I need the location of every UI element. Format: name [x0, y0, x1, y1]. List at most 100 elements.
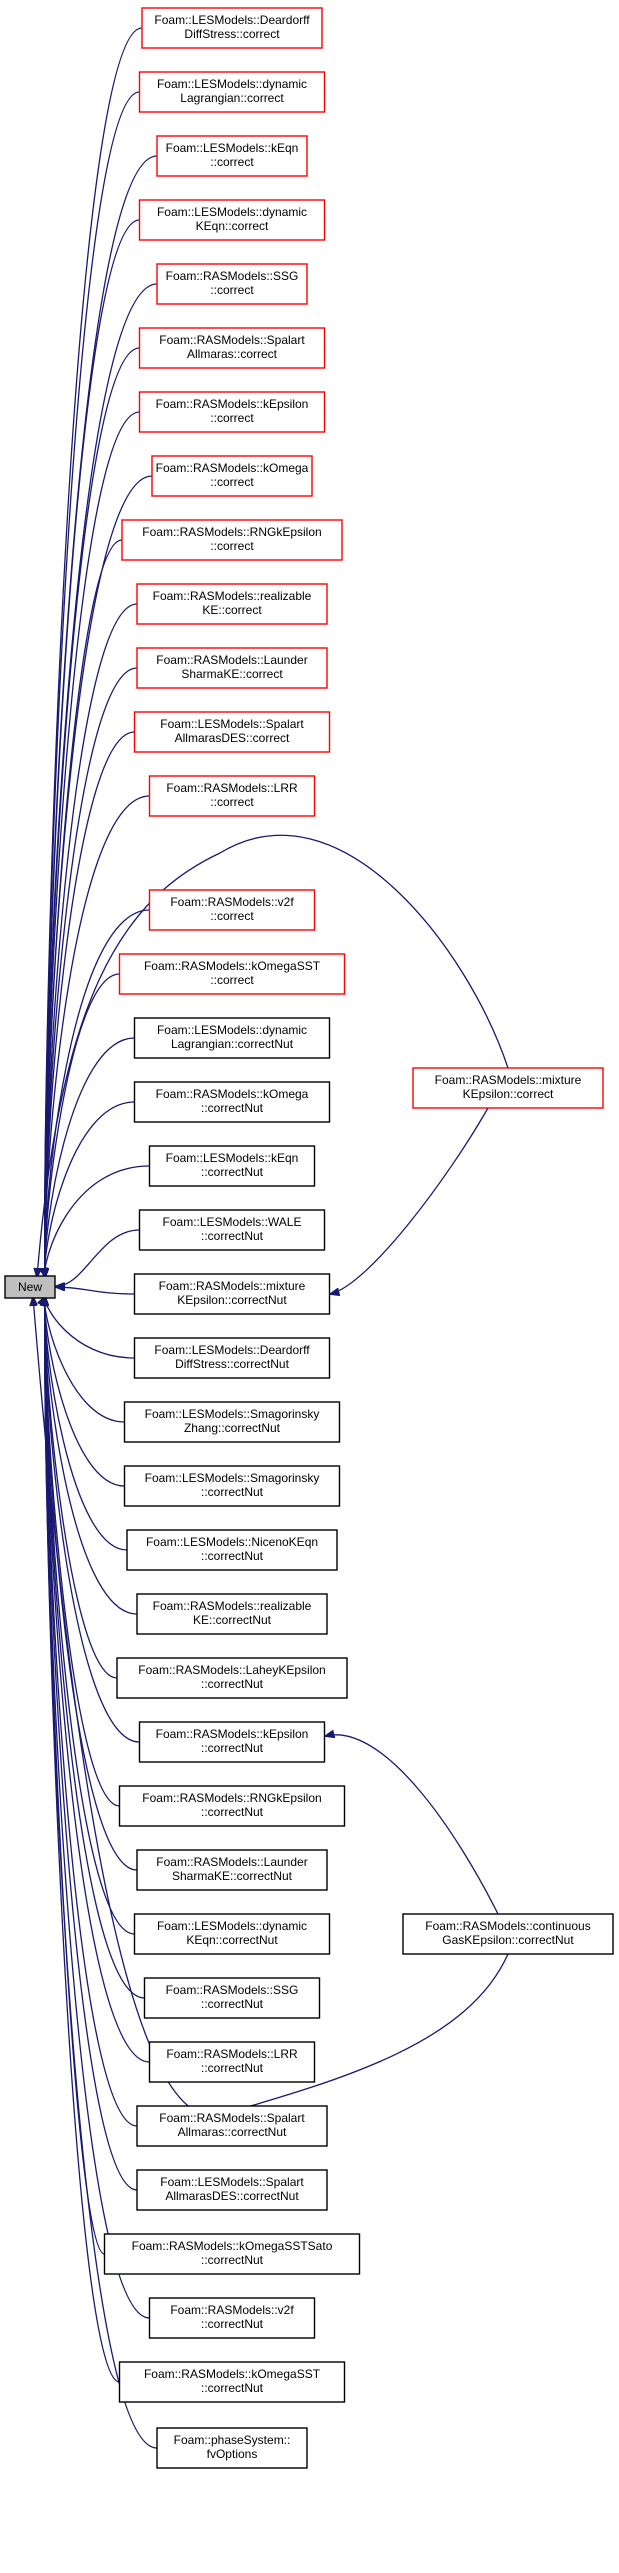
caller-node-label-line: KEqn::correct — [196, 219, 269, 233]
caller-node-label-line: Foam::LESModels::Smagorinsky — [145, 1407, 320, 1421]
caller-node[interactable]: Foam::LESModels::SmagorinskyZhang::corre… — [123, 1401, 341, 1443]
caller-node[interactable]: Foam::RASModels::kOmegaSST::correctNut — [118, 2361, 346, 2403]
root-node-new[interactable]: New — [4, 1275, 56, 1299]
caller-node[interactable]: Foam::LESModels::SpalartAllmarasDES::cor… — [133, 711, 331, 753]
call-edge — [45, 27, 143, 1277]
caller-node-box — [138, 1721, 326, 1763]
caller-node-box — [118, 1785, 346, 1827]
caller-node-label-line: Foam::LESModels::kEqn — [166, 1151, 299, 1165]
caller-node-box — [118, 2361, 346, 2403]
caller-node[interactable]: Foam::RASModels::kOmegaSSTSato::correctN… — [103, 2233, 361, 2275]
secondary-caller-node-label-line: GasKEpsilon::correctNut — [442, 1933, 574, 1947]
call-edge — [45, 1297, 138, 2191]
caller-node-label-line: Foam::RASModels::kOmega — [156, 461, 309, 475]
caller-node-label-line: DiffStress::correct — [184, 27, 280, 41]
caller-node[interactable]: Foam::LESModels::Smagorinsky::correctNut — [123, 1465, 341, 1507]
nodes-layer: Foam::LESModels::DeardorffDiffStress::co… — [4, 7, 614, 2469]
caller-node-box — [148, 2041, 316, 2083]
call-edge — [45, 1165, 150, 1277]
caller-node[interactable]: Foam::RASModels::v2f::correct — [148, 889, 316, 931]
caller-node[interactable]: Foam::LESModels::kEqn::correctNut — [148, 1145, 316, 1187]
caller-node[interactable]: Foam::RASModels::SSG::correctNut — [143, 1977, 321, 2019]
caller-node-box — [136, 1593, 328, 1635]
caller-node-label-line: Foam::LESModels::dynamic — [157, 205, 307, 219]
caller-node-box — [151, 455, 313, 497]
caller-node-box — [103, 2233, 361, 2275]
caller-node[interactable]: Foam::LESModels::DeardorffDiffStress::co… — [133, 1337, 331, 1379]
caller-node-label-line: Foam::RASModels::Launder — [156, 653, 307, 667]
caller-node[interactable]: Foam::LESModels::SpalartAllmarasDES::cor… — [136, 2169, 328, 2211]
caller-node-label-line: ::correct — [210, 411, 254, 425]
caller-node-box — [138, 71, 326, 113]
caller-node-label-line: Foam::LESModels::dynamic — [157, 1023, 307, 1037]
caller-node-label-line: Foam::RASModels::realizable — [153, 589, 312, 603]
caller-node[interactable]: Foam::LESModels::dynamicLagrangian::corr… — [138, 71, 326, 113]
caller-node[interactable]: Foam::LESModels::DeardorffDiffStress::co… — [141, 7, 323, 49]
caller-node-label-line: Foam::RASModels::Spalart — [159, 2111, 305, 2125]
caller-node-label-line: Lagrangian::correctNut — [171, 1037, 294, 1051]
caller-node[interactable]: Foam::RASModels::kOmegaSST::correct — [118, 953, 346, 995]
caller-node[interactable]: Foam::RASModels::SSG::correct — [156, 263, 308, 305]
root-node-label: New — [18, 1280, 42, 1294]
caller-node[interactable]: Foam::phaseSystem::fvOptions — [156, 2427, 308, 2469]
caller-node-label-line: Foam::LESModels::dynamic — [157, 1919, 307, 1933]
caller-node-label-line: Foam::LESModels::Spalart — [160, 717, 304, 731]
caller-node[interactable]: Foam::RASModels::kOmega::correctNut — [133, 1081, 331, 1123]
caller-node[interactable]: Foam::RASModels::SpalartAllmaras::correc… — [138, 327, 326, 369]
caller-node-label-line: Foam::RASModels::v2f — [170, 895, 294, 909]
caller-node-box — [136, 1849, 328, 1891]
call-edge — [45, 1037, 135, 1277]
caller-node-label-line: ::correctNut — [201, 1805, 264, 1819]
caller-node-box — [118, 953, 346, 995]
call-edge — [45, 1101, 135, 1277]
call-edge — [45, 1297, 138, 1871]
caller-node[interactable]: Foam::LESModels::WALE::correctNut — [138, 1209, 326, 1251]
caller-node-label-line: Foam::LESModels::NicenoKEqn — [146, 1535, 318, 1549]
caller-node-label-line: Foam::RASModels::realizable — [153, 1599, 312, 1613]
caller-node-box — [133, 711, 331, 753]
caller-node[interactable]: Foam::RASModels::LaunderSharmaKE::correc… — [136, 1849, 328, 1891]
caller-node[interactable]: Foam::RASModels::LRR::correctNut — [148, 2041, 316, 2083]
call-edge — [326, 1735, 499, 1915]
call-edge — [45, 1297, 135, 1359]
caller-node[interactable]: Foam::RASModels::kOmega::correct — [151, 455, 313, 497]
caller-node[interactable]: Foam::RASModels::LaunderSharmaKE::correc… — [136, 647, 328, 689]
caller-node[interactable]: Foam::LESModels::kEqn::correct — [156, 135, 308, 177]
caller-node-label-line: Foam::RASModels::LRR — [166, 2047, 298, 2061]
secondary-caller-node[interactable]: Foam::RASModels::continuousGasKEpsilon::… — [402, 1913, 614, 1955]
caller-node[interactable]: Foam::RASModels::LaheyKEpsilon::correctN… — [116, 1657, 348, 1699]
caller-node-label-line: SharmaKE::correctNut — [172, 1869, 293, 1883]
caller-node[interactable]: Foam::RASModels::RNGkEpsilon::correctNut — [118, 1785, 346, 1827]
caller-node[interactable]: Foam::LESModels::dynamicLagrangian::corr… — [133, 1017, 331, 1059]
caller-node-label-line: Foam::RASModels::LaheyKEpsilon — [138, 1663, 325, 1677]
caller-node[interactable]: Foam::RASModels::mixtureKEpsilon::correc… — [133, 1273, 331, 1315]
call-edge — [37, 834, 509, 1277]
caller-node-label-line: Foam::RASModels::kEpsilon — [156, 397, 309, 411]
caller-node[interactable]: Foam::RASModels::kEpsilon::correct — [138, 391, 326, 433]
caller-node-label-line: Foam::RASModels::Launder — [156, 1855, 307, 1869]
caller-node-box — [156, 2427, 308, 2469]
caller-node[interactable]: Foam::RASModels::SpalartAllmaras::correc… — [136, 2105, 328, 2147]
caller-node-box — [148, 1145, 316, 1187]
root-node-box — [4, 1275, 56, 1299]
caller-node-label-line: KE::correct — [202, 603, 262, 617]
caller-node[interactable]: Foam::RASModels::realizableKE::correctNu… — [136, 1593, 328, 1635]
caller-node-label-line: Foam::LESModels::WALE — [163, 1215, 302, 1229]
caller-node-label-line: ::correct — [210, 283, 254, 297]
caller-node-label-line: ::correct — [210, 973, 254, 987]
caller-node[interactable]: Foam::RASModels::RNGkEpsilon::correct — [121, 519, 343, 561]
caller-node-label-line: Zhang::correctNut — [184, 1421, 281, 1435]
secondary-caller-node-label-line: KEpsilon::correct — [463, 1087, 554, 1101]
caller-node[interactable]: Foam::RASModels::kEpsilon::correctNut — [138, 1721, 326, 1763]
caller-node-box — [148, 2297, 316, 2339]
secondary-caller-node[interactable]: Foam::RASModels::mixtureKEpsilon::correc… — [412, 1067, 604, 1109]
caller-node-label-line: Foam::RASModels::Spalart — [159, 333, 305, 347]
caller-node-label-line: Foam::RASModels::kOmegaSST — [144, 959, 321, 973]
caller-node[interactable]: Foam::RASModels::LRR::correct — [148, 775, 316, 817]
caller-node[interactable]: Foam::RASModels::v2f::correctNut — [148, 2297, 316, 2339]
caller-node[interactable]: Foam::LESModels::NicenoKEqn::correctNut — [126, 1529, 338, 1571]
caller-node-label-line: ::correct — [210, 539, 254, 553]
